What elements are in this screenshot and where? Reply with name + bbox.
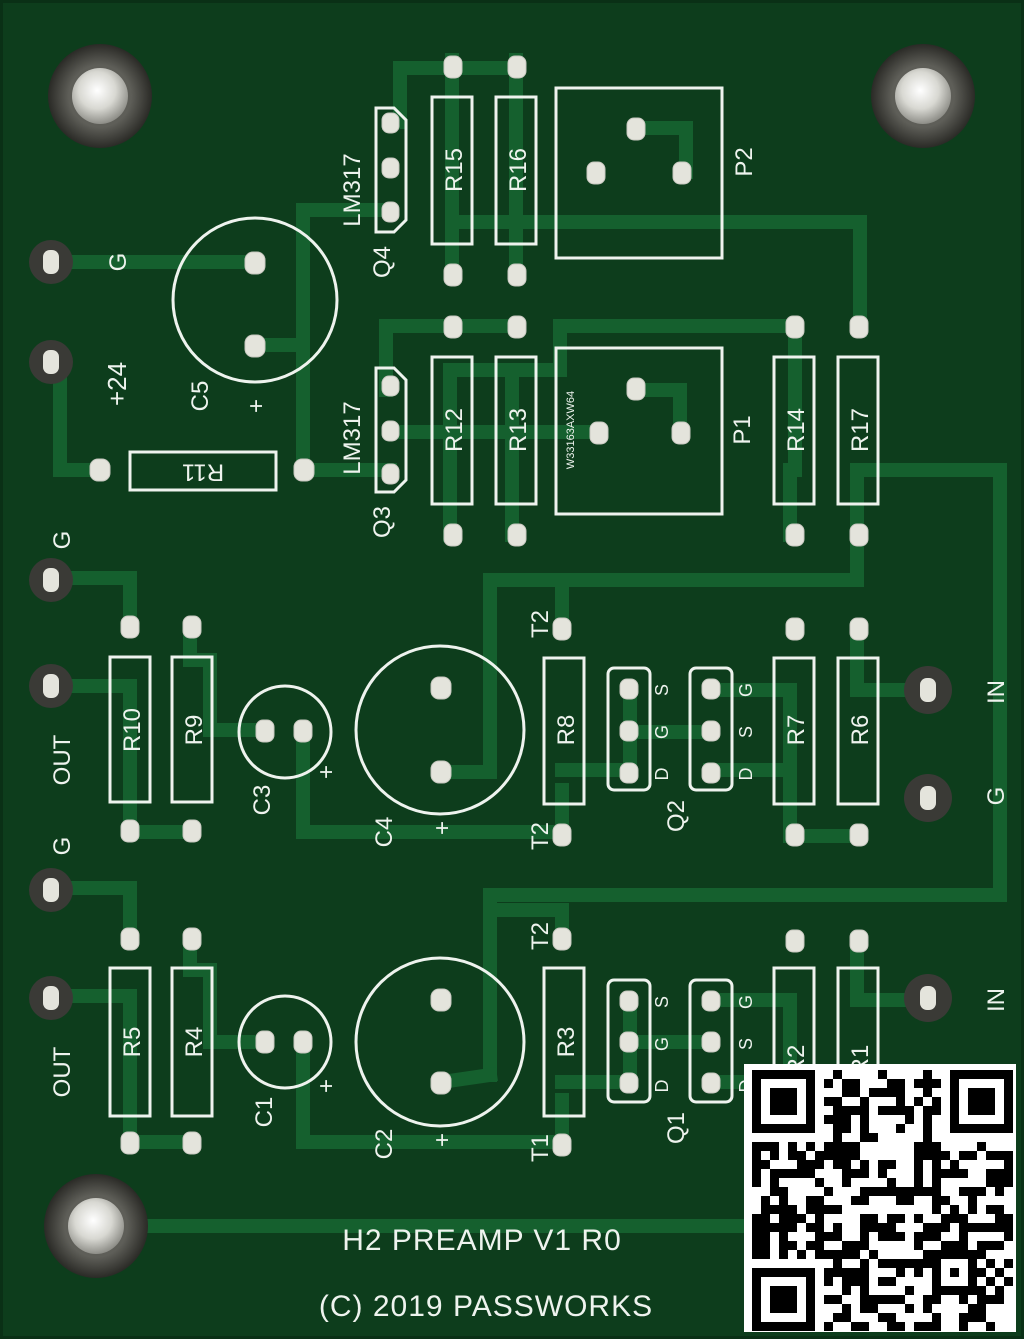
silkscreen-outlines — [108, 86, 880, 1128]
label-r3: R3 — [553, 1027, 580, 1058]
label-lm317-q4: LM317 — [339, 153, 366, 226]
label-c1: C1 — [251, 1097, 278, 1128]
label-q2: Q2 — [663, 800, 690, 832]
label-r4: R4 — [181, 1027, 208, 1058]
board-title: H2 PREAMP V1 R0 — [342, 1224, 622, 1257]
label-c2: C2 — [371, 1129, 398, 1160]
label-c5-plus: + — [243, 399, 270, 413]
label-q1-pin-g: G — [652, 1037, 672, 1051]
silkscreen-text: G +24 G OUT G OUT IN G IN LM317 Q4 R15 R… — [49, 147, 1010, 1323]
label-p2: P2 — [731, 147, 758, 176]
label-q1-pin-s2: S — [736, 1038, 756, 1050]
label-g-power: G — [105, 253, 132, 272]
label-g-ch1: G — [49, 837, 76, 856]
label-q2-pin-s: S — [652, 684, 672, 696]
label-lm317-q3: LM317 — [339, 401, 366, 474]
label-r17: R17 — [847, 408, 874, 452]
label-q1-pin-d: D — [652, 1080, 672, 1093]
label-q2-pin-g: G — [652, 725, 672, 739]
mounting-holes — [44, 44, 975, 1278]
label-p1-marking: W33163AXW64 — [565, 391, 577, 469]
label-c3-plus: + — [313, 765, 340, 779]
label-plus24: +24 — [102, 362, 132, 406]
label-r8: R8 — [553, 715, 580, 746]
label-q2-pin-d: D — [652, 768, 672, 781]
label-t2-top-a: T2 — [527, 610, 554, 638]
label-t2-ch1: T2 — [527, 922, 554, 950]
label-q4: Q4 — [369, 246, 396, 278]
connector-pads — [29, 240, 952, 1022]
label-q1-pin-s: S — [652, 996, 672, 1008]
label-r12: R12 — [441, 408, 468, 452]
label-c1-plus: + — [313, 1079, 340, 1093]
label-r10: R10 — [119, 708, 146, 752]
label-q2-pin-d2: D — [736, 768, 756, 781]
label-r9: R9 — [181, 715, 208, 746]
solder-pads — [39, 55, 869, 1157]
label-r5: R5 — [119, 1027, 146, 1058]
label-r6: R6 — [847, 715, 874, 746]
label-c3: C3 — [249, 785, 276, 816]
label-c4-plus: + — [429, 821, 456, 835]
label-g-in: G — [983, 787, 1010, 806]
label-q1-pin-g2: G — [736, 995, 756, 1009]
qr-code — [744, 1064, 1016, 1332]
board-copyright: (C) 2019 PASSWORKS — [319, 1290, 653, 1323]
label-g-ch2: G — [49, 531, 76, 550]
label-r16: R16 — [505, 148, 532, 192]
label-r13: R13 — [505, 408, 532, 452]
copper-traces — [53, 53, 1007, 1233]
label-t2-mid: T2 — [527, 822, 554, 850]
label-r11: R11 — [182, 459, 224, 486]
label-r14: R14 — [783, 408, 810, 452]
label-q3: Q3 — [369, 506, 396, 538]
label-in-ch2: IN — [983, 680, 1010, 704]
label-t1: T1 — [527, 1134, 554, 1162]
label-r15: R15 — [441, 148, 468, 192]
label-q1: Q1 — [663, 1112, 690, 1144]
label-c5: C5 — [187, 381, 214, 412]
label-r7: R7 — [783, 715, 810, 746]
label-in-ch1: IN — [983, 988, 1010, 1012]
label-p1: P1 — [729, 415, 756, 444]
label-q2-pin-s2: S — [736, 726, 756, 738]
label-c2-plus: + — [429, 1133, 456, 1147]
label-out-ch1: OUT — [49, 1046, 76, 1097]
label-q2-pin-g2: G — [736, 683, 756, 697]
label-out-ch2: OUT — [49, 734, 76, 785]
label-c4: C4 — [371, 817, 398, 848]
